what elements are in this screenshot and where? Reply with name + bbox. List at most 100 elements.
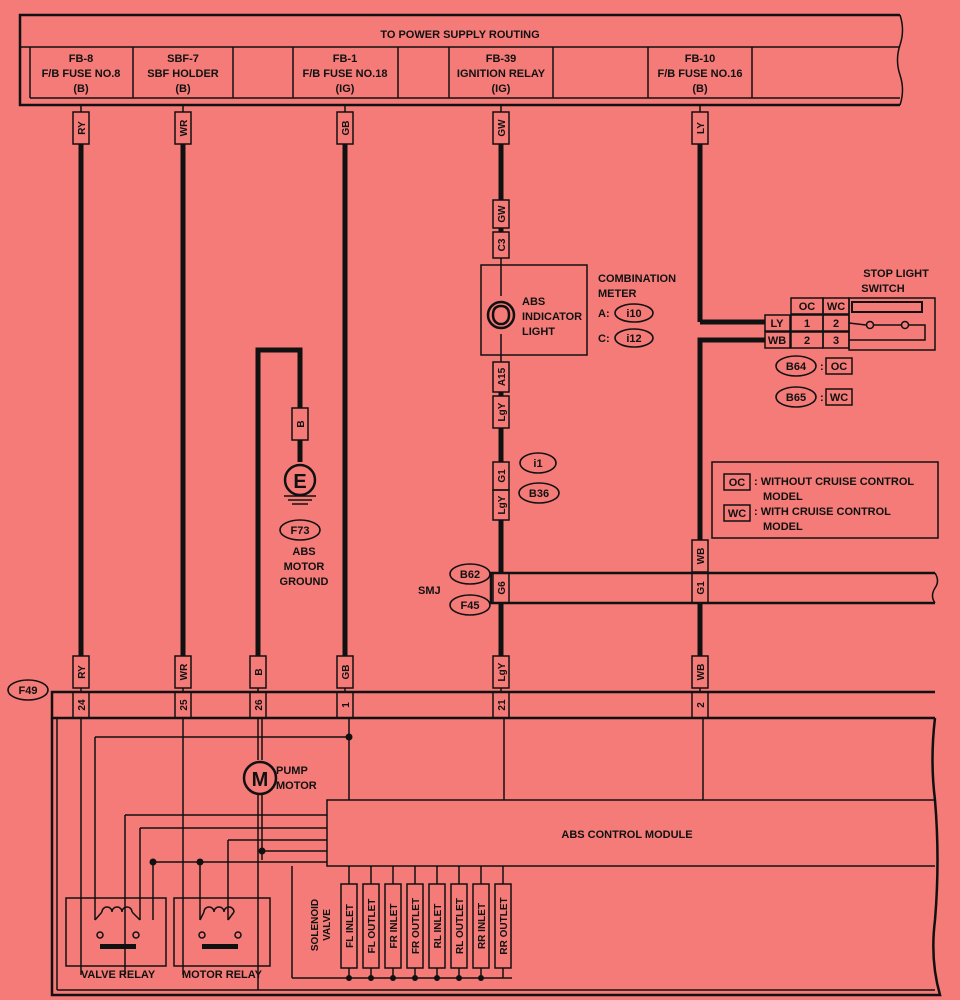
fuse-fb39: FB-39 IGNITION RELAY (IG) xyxy=(457,53,546,95)
svg-text:METER: METER xyxy=(598,288,637,300)
power-supply-title: TO POWER SUPPLY ROUTING xyxy=(380,29,539,41)
svg-text:GW: GW xyxy=(497,119,508,137)
valve-fl-inlet: FL INLET xyxy=(345,904,356,948)
fuse-fb1: FB-1 F/B FUSE NO.18 (IG) xyxy=(303,53,388,95)
valve-fr-inlet: FR INLET xyxy=(389,904,400,949)
solenoid-valves: SOLENOID VALVE FL INLET FL OUTLET FR INL… xyxy=(291,866,512,981)
svg-text:(IG): (IG) xyxy=(492,83,511,95)
relay-coil-icon xyxy=(203,906,235,913)
svg-text:G1: G1 xyxy=(497,469,508,483)
fuse-fb10: FB-10 F/B FUSE NO.16 (B) xyxy=(658,53,743,95)
combination-meter: ABS INDICATOR LIGHT COMBINATION METER A:… xyxy=(480,264,676,356)
svg-text:WR: WR xyxy=(179,663,190,680)
svg-text:WR: WR xyxy=(179,119,190,136)
svg-text:OC: OC xyxy=(831,361,848,373)
valve-rr-outlet: RR OUTLET xyxy=(499,897,510,954)
svg-text:A15: A15 xyxy=(497,367,508,386)
svg-text:LgY: LgY xyxy=(497,402,508,421)
wire-label-gb-top: GB xyxy=(336,111,354,145)
svg-text:RY: RY xyxy=(77,121,88,135)
switch-contact-icon xyxy=(865,320,875,330)
svg-text:SWITCH: SWITCH xyxy=(861,283,904,295)
svg-text:SBF HOLDER: SBF HOLDER xyxy=(147,68,219,80)
wire-label-lgy-bottom: LgY xyxy=(492,655,510,689)
connector-ids: i1 B36 B62 F45 SMJ xyxy=(418,452,560,616)
svg-text:(B): (B) xyxy=(175,83,191,95)
smj-junction xyxy=(489,571,939,605)
fuse-sbf7: SBF-7 SBF HOLDER (B) xyxy=(147,53,219,95)
connector-f73: F73 xyxy=(291,525,310,537)
svg-text:OC: OC xyxy=(729,477,746,489)
svg-text:ABS: ABS xyxy=(522,296,545,308)
valve-fl-outlet: FL OUTLET xyxy=(367,899,378,954)
wire-label-ry-top: RY xyxy=(72,111,90,145)
valve-relay: VALVE RELAY xyxy=(65,897,167,981)
svg-text:B: B xyxy=(254,668,265,675)
svg-text:FB-1: FB-1 xyxy=(333,53,357,65)
connector-b64: B64 xyxy=(786,361,807,373)
indicator-lamp-icon xyxy=(486,300,516,330)
fuse-fb8: FB-8 F/B FUSE NO.8 (B) xyxy=(42,53,121,95)
wire-label-ry-bottom: RY xyxy=(72,655,90,689)
terminal-a15: A15 xyxy=(492,361,510,393)
connector-i10: i10 xyxy=(626,308,641,320)
svg-text:SBF-7: SBF-7 xyxy=(167,53,199,65)
wire-label-wr-top: WR xyxy=(174,111,192,145)
svg-text:INDICATOR: INDICATOR xyxy=(522,311,582,323)
module-connector: F49 24 25 26 1 21 2 xyxy=(7,679,935,720)
svg-text:C3: C3 xyxy=(497,238,508,251)
abs-motor-ground: E F73 ABS MOTOR GROUND xyxy=(279,463,328,588)
svg-text:B: B xyxy=(296,420,307,427)
connector-b36: B36 xyxy=(529,488,549,500)
terminal-c3: C3 xyxy=(492,231,510,259)
wire-label-ly-top: LY xyxy=(691,111,709,145)
wire-label-lgy-i1: LgY xyxy=(492,489,510,521)
svg-text:: WITHOUT CRUISE CONTROL: : WITHOUT CRUISE CONTROL xyxy=(754,476,914,488)
wire-label-wr-bottom: WR xyxy=(174,655,192,689)
wire-label-lgy-a15: LgY xyxy=(492,395,510,429)
stop-light-switch-title: STOP LIGHT xyxy=(863,268,929,280)
svg-text:C:: C: xyxy=(598,333,610,345)
svg-text:(IG): (IG) xyxy=(336,83,355,95)
pin-26: 26 xyxy=(254,699,265,711)
svg-text:VALVE: VALVE xyxy=(322,909,333,941)
svg-text:MOTOR: MOTOR xyxy=(284,561,325,573)
svg-text:WC: WC xyxy=(830,392,848,404)
valve-rl-outlet: RL OUTLET xyxy=(455,898,466,954)
svg-text:(B): (B) xyxy=(73,83,89,95)
svg-text:2: 2 xyxy=(804,335,810,347)
valve-rr-inlet: RR INLET xyxy=(477,903,488,949)
terminal-g6: G6 xyxy=(492,572,510,604)
ground-icon xyxy=(283,463,317,497)
pin-1: 1 xyxy=(341,702,352,708)
svg-text:WC: WC xyxy=(728,508,746,520)
combination-meter-title: COMBINATION xyxy=(598,273,676,285)
svg-text:(B): (B) xyxy=(692,83,708,95)
svg-text:IGNITION RELAY: IGNITION RELAY xyxy=(457,68,546,80)
svg-text:LIGHT: LIGHT xyxy=(522,326,555,338)
svg-text::: : xyxy=(820,392,824,404)
valve-relay-label: VALVE RELAY xyxy=(81,969,156,981)
wire-label-gw-c3: GW xyxy=(492,199,510,229)
svg-text:E: E xyxy=(293,471,306,493)
svg-text:: WITH CRUISE CONTROL: : WITH CRUISE CONTROL xyxy=(754,506,891,518)
svg-text:LgY: LgY xyxy=(497,662,508,681)
svg-text:WB: WB xyxy=(696,664,707,681)
svg-text:F/B FUSE NO.8: F/B FUSE NO.8 xyxy=(42,68,121,80)
connector-f45: F45 xyxy=(461,600,480,612)
svg-text:WB: WB xyxy=(696,548,707,565)
svg-text:MOTOR: MOTOR xyxy=(276,780,317,792)
relay-coil-icon xyxy=(101,906,133,913)
motor-relay: MOTOR RELAY xyxy=(173,897,271,981)
svg-text:LY: LY xyxy=(696,122,707,134)
svg-text:M: M xyxy=(252,769,269,791)
svg-text:WB: WB xyxy=(768,335,786,347)
connector-f49: F49 xyxy=(19,685,38,697)
svg-text:A:: A: xyxy=(598,308,610,320)
wire-label-wb-bottom: WB xyxy=(691,655,709,689)
valve-rl-inlet: RL INLET xyxy=(433,904,444,949)
switch-contact-icon xyxy=(900,320,910,330)
solenoid-label: SOLENOID xyxy=(310,899,321,951)
svg-text:GW: GW xyxy=(497,205,508,223)
